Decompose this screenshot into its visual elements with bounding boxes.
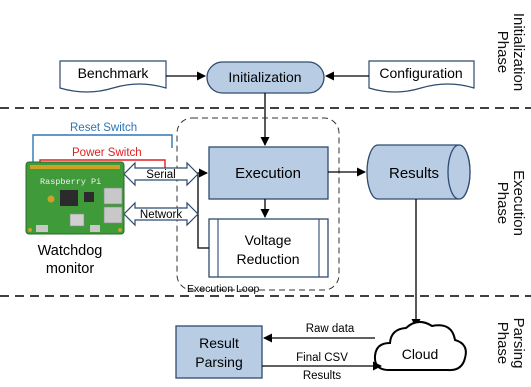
results-node — [366, 144, 471, 200]
phase-label-parsing: Parsing Phase — [494, 318, 527, 369]
phase-label-initialization: Initialization Phase — [494, 13, 527, 91]
results-label: Results — [389, 165, 439, 182]
serial-link — [123, 161, 199, 187]
svg-text:Parsing: Parsing — [510, 318, 527, 369]
svg-text:Execution: Execution — [510, 170, 527, 236]
svg-text:Phase: Phase — [494, 322, 511, 365]
watchdog-label-1: Watchdog — [38, 243, 103, 259]
svg-text:Initialization: Initialization — [510, 13, 527, 91]
network-label: Network — [140, 209, 182, 221]
network-link — [123, 201, 199, 227]
execution-node — [208, 146, 329, 200]
reset-switch-line — [32, 134, 173, 162]
benchmark-document — [59, 60, 167, 93]
phase-label-execution: Execution Phase — [494, 170, 527, 236]
execution-label: Execution — [235, 165, 301, 182]
raw-data-label: Raw data — [306, 323, 355, 335]
result-parsing-label-2: Parsing — [195, 354, 242, 370]
final-csv-label-1: Final CSV — [296, 352, 348, 364]
voltage-reduction-node — [208, 218, 329, 278]
svg-text:Phase: Phase — [494, 31, 511, 74]
initialization-label: Initialization — [228, 69, 301, 85]
cloud-node — [373, 321, 467, 372]
serial-label: Serial — [146, 169, 175, 181]
raspberry-pi-board: Raspberry Pi — [25, 161, 125, 235]
cloud-label: Cloud — [402, 346, 439, 362]
benchmark-label: Benchmark — [78, 65, 150, 81]
watchdog-label-2: monitor — [46, 261, 95, 277]
power-switch-label: Power Switch — [72, 147, 142, 159]
configuration-document — [368, 60, 475, 93]
result-parsing-node — [175, 325, 263, 379]
configuration-label: Configuration — [379, 65, 462, 81]
result-parsing-label-1: Result — [199, 335, 239, 351]
execution-loop-label: Execution Loop — [187, 283, 260, 295]
svg-text:Phase: Phase — [494, 182, 511, 225]
power-switch-line — [39, 159, 166, 173]
execution-loop-container — [176, 117, 340, 291]
raspberry-pi-board-label: Raspberry Pi — [40, 177, 101, 187]
reset-switch-label: Reset Switch — [70, 122, 137, 134]
arrow-loop-back — [197, 168, 209, 249]
voltage-reduction-label-2: Reduction — [236, 251, 299, 267]
final-csv-label-2: Results — [303, 370, 342, 382]
voltage-reduction-label-1: Voltage — [245, 232, 292, 248]
